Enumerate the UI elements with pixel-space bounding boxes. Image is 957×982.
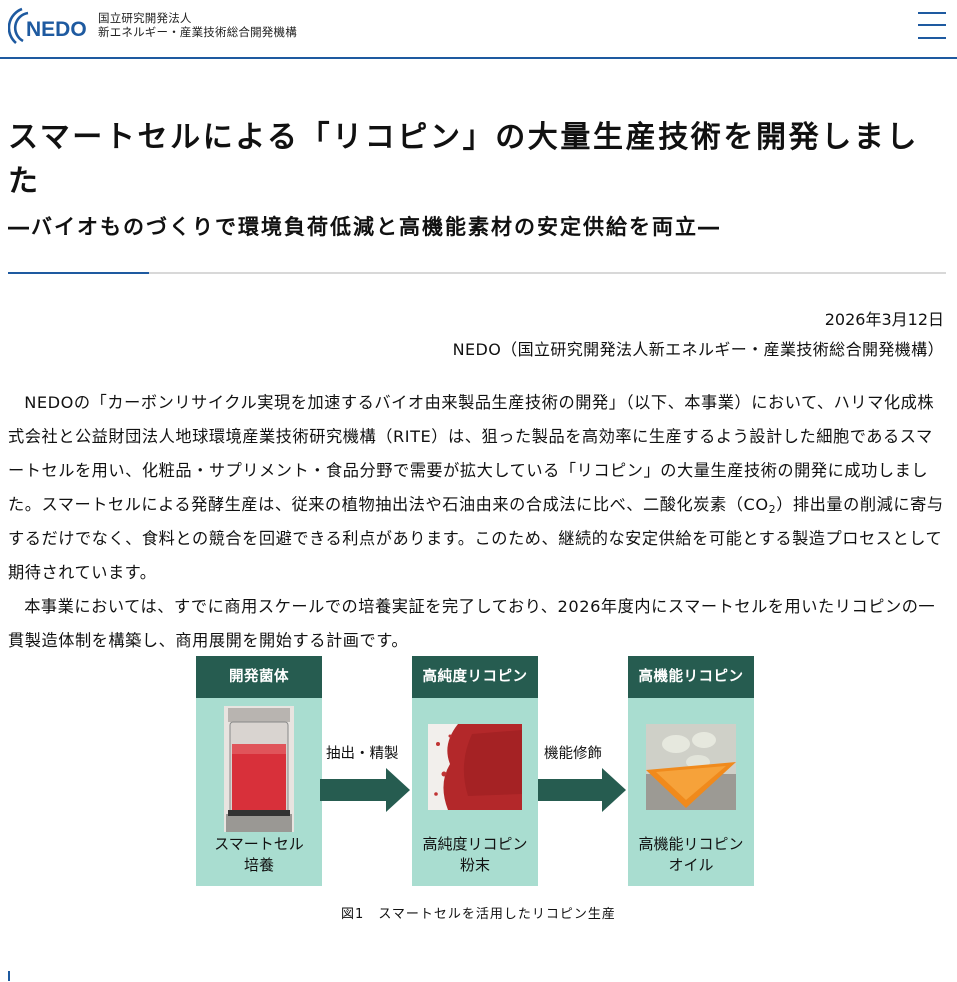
hamburger-menu-icon [918, 12, 946, 14]
title-divider [8, 272, 946, 274]
section-marker [8, 971, 10, 981]
panel-caption: 高機能リコピン オイル [638, 835, 744, 874]
publish-date: 2026年3月12日 [824, 310, 944, 329]
panel-caption: スマートセル 培養 [214, 835, 304, 874]
subscript: 2 [768, 503, 777, 516]
nedo-logo-icon: NEDO [7, 7, 87, 44]
org-name: 国立研究開発法人 新エネルギー・産業技術総合開発機構 [98, 11, 297, 39]
hamburger-menu-button[interactable] [916, 10, 946, 40]
figure-caption: 図1 スマートセルを活用したリコピン生産 [341, 907, 616, 922]
article-body: NEDOの「カーボンリサイクル実現を加速するバイオ由来製品生産技術の開発」（以下… [8, 386, 948, 658]
bioreactor-photo [224, 706, 294, 832]
nedo-logo[interactable]: NEDO [7, 5, 98, 49]
hamburger-menu-icon [918, 37, 946, 39]
arrow-label-modification: 機能修飾 [544, 746, 602, 762]
svg-text:NEDO: NEDO [26, 18, 87, 41]
figure-panel-powder: 高純度リコピン 高純度リコピン 粉末 [412, 656, 538, 886]
page-subtitle: ―バイオものづくりで環境負荷低減と高機能素材の安定供給を両立― [8, 215, 721, 239]
panel-header: 高機能リコピン [628, 656, 754, 698]
publisher-organization: NEDO（国立研究開発法人新エネルギー・産業技術総合開発機構） [452, 340, 944, 359]
lycopene-oil-photo [646, 724, 736, 810]
page-title: スマートセルによる「リコピン」の大量生産技術を開発しました [8, 120, 919, 199]
figure-panel-oil: 高機能リコピン 高機能リコピン オイル [628, 656, 754, 886]
figure-panel-bacteria: 開発菌体 スマートセル 培養 [196, 656, 322, 886]
arrow-right-icon [538, 768, 626, 812]
paragraph: NEDOの「カーボンリサイクル実現を加速するバイオ由来製品生産技術の開発」（以下… [8, 393, 944, 582]
figure-lycopene-production: 開発菌体 スマートセル 培養 抽出・精製 高純度リコピン [196, 656, 754, 886]
panel-caption: 高純度リコピン 粉末 [422, 835, 528, 874]
panel-header: 開発菌体 [196, 656, 322, 698]
title-divider-accent [8, 272, 149, 274]
paragraph: 本事業においては、すでに商用スケールでの培養実証を完了しており、2026年度内に… [8, 597, 936, 650]
hamburger-menu-icon [918, 24, 946, 26]
panel-header: 高純度リコピン [412, 656, 538, 698]
org-name-line2: 新エネルギー・産業技術総合開発機構 [98, 25, 297, 39]
lycopene-powder-photo [428, 724, 522, 810]
arrow-label-extraction: 抽出・精製 [326, 746, 399, 762]
arrow-right-icon [320, 768, 410, 812]
org-name-line1: 国立研究開発法人 [98, 11, 192, 25]
site-header: NEDO 国立研究開発法人 新エネルギー・産業技術総合開発機構 [0, 0, 957, 59]
